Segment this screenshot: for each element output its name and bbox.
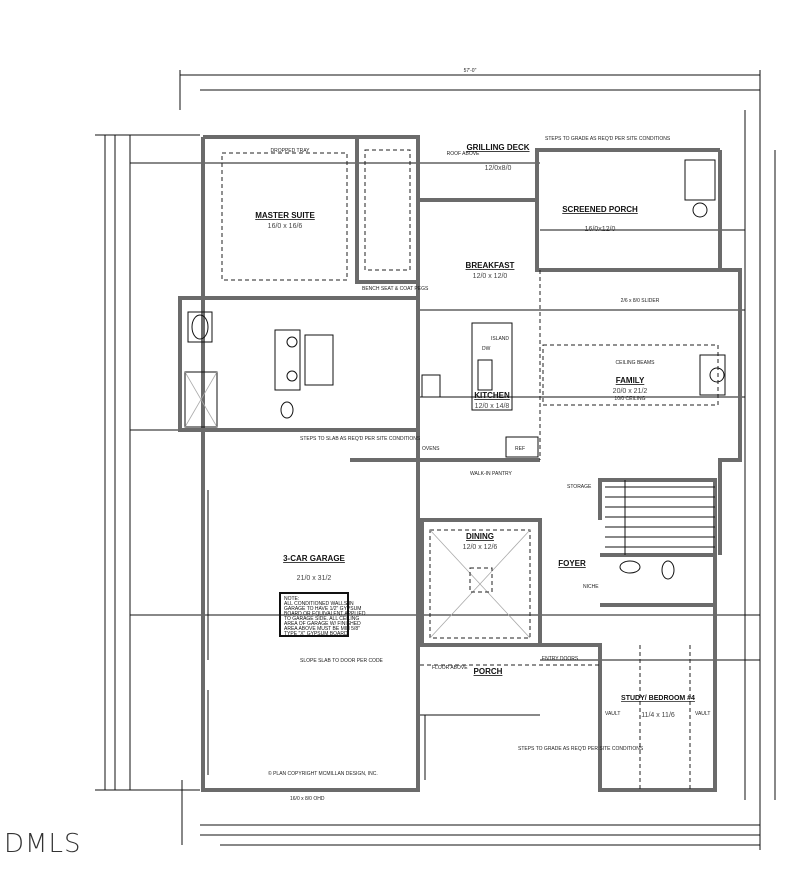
bench-label: BENCH SEAT & COAT PEGS xyxy=(362,286,429,292)
walls xyxy=(178,135,742,792)
niche-label: NICHE xyxy=(583,584,599,590)
copyright-label: © PLAN COPYRIGHT MCMILLAN DESIGN, INC. xyxy=(268,770,378,777)
steps-slab-label: STEPS TO SLAB AS REQ'D PER SITE CONDITIO… xyxy=(300,436,421,442)
dining-label: DINING xyxy=(466,532,494,541)
island-label: ISLAND xyxy=(491,336,509,342)
note-line: TO GARAGE SIDE. ALL CEILING xyxy=(284,616,359,622)
porch-label: PORCH xyxy=(474,667,503,676)
master-suite-size: 16/0 x 16/6 xyxy=(268,223,303,230)
grilling-deck-size: 12/0x8/0 xyxy=(485,165,512,172)
slope-label: SLOPE SLAB TO DOOR PER CODE xyxy=(300,658,384,664)
interior-details xyxy=(184,149,726,790)
note-line: ALL CONDITIONED WALLS IN xyxy=(284,601,354,607)
garage-size: 21/0 x 31/2 xyxy=(297,575,332,582)
note-line: TYPE "X" GYPSUM BOARD. xyxy=(284,631,349,637)
vault-right-label: VAULT xyxy=(695,711,710,717)
breakfast-label: BREAKFAST xyxy=(466,261,515,270)
garage-door-label: 16/0 x 8/0 OHD xyxy=(290,796,325,802)
vault-left-label: VAULT xyxy=(605,711,620,717)
note-line: AREA OF GARAGE W/ FINISHED xyxy=(284,621,361,627)
kitchen-size: 12/0 x 14/8 xyxy=(475,403,510,410)
dimension-lines xyxy=(95,70,776,850)
storage-label: STORAGE xyxy=(567,484,592,490)
ovens-label: OVENS xyxy=(422,446,440,452)
note-line: NOTE: xyxy=(284,596,299,602)
grilling-deck-label: GRILLING DECK xyxy=(466,143,529,152)
tray-label: DROPPED TRAY xyxy=(271,148,311,154)
breakfast-size: 12/0 x 12/0 xyxy=(473,273,508,280)
dining-size: 12/0 x 12/6 xyxy=(463,544,498,551)
family-size: 20/0 x 21/2 xyxy=(613,388,648,395)
entry-doors-label: ENTRY DOORS xyxy=(542,656,579,662)
family-ceiling-label: 10/0 CEILING xyxy=(614,396,645,402)
ref-label: REF xyxy=(515,446,525,452)
garage-note: NOTE: ALL CONDITIONED WALLS IN GARAGE TO… xyxy=(284,596,366,637)
study-label: STUDY/ BEDROOM #4 xyxy=(621,695,695,702)
floor-above-label: FLOOR ABOVE xyxy=(432,665,468,671)
screened-porch-label: SCREENED PORCH xyxy=(562,205,638,214)
note-line: GARAGE TO HAVE 1/2" GYPSUM xyxy=(284,606,361,612)
steps-top-label: STEPS TO GRADE AS REQ'D PER SITE CONDITI… xyxy=(545,136,671,142)
screened-porch-size: 16/0x12/0 xyxy=(585,226,616,233)
kitchen-label: KITCHEN xyxy=(474,391,510,400)
watermark: DMLS xyxy=(4,829,81,859)
garage-label: 3-CAR GARAGE xyxy=(283,554,345,563)
pantry-label: WALK-IN PANTRY xyxy=(470,471,513,477)
room-labels: DROPPED TRAY MASTER SUITE 16/0 x 16/6 RO… xyxy=(255,68,710,802)
slider-label: 2/6 x 8/0 SLIDER xyxy=(621,298,660,304)
dw-label: DW xyxy=(482,346,491,352)
stairs xyxy=(605,480,715,555)
note-line: AREA ABOVE MUST BE MIN 5/8" xyxy=(284,626,360,632)
ceiling-beams-label: CEILING BEAMS xyxy=(616,360,656,366)
note-line: BOARD OR EQUIVALENT APPLIED xyxy=(284,611,366,617)
family-label: FAMILY xyxy=(616,376,645,385)
master-suite-label: MASTER SUITE xyxy=(255,211,315,220)
total-width-label: 57'-0" xyxy=(464,68,477,74)
roof-above-label: ROOF ABOVE xyxy=(447,151,480,157)
study-size: 11/4 x 11/6 xyxy=(641,712,675,719)
foyer-label: FOYER xyxy=(558,559,586,568)
steps-bottom-label: STEPS TO GRADE AS REQ'D PER SITE CONDITI… xyxy=(518,746,644,752)
